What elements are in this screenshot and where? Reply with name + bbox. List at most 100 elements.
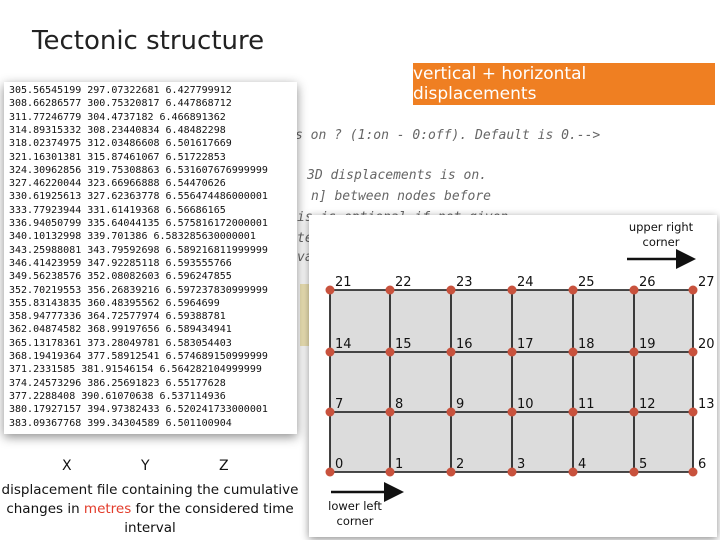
node-label: 23 [456, 275, 473, 290]
code-line: te [297, 231, 313, 246]
data-row: 368.19419364 377.58912541 6.574689150999… [9, 351, 268, 362]
z-column-label: Z [219, 458, 229, 474]
data-row: 324.30962856 319.75308863 6.531607676999… [9, 164, 268, 176]
node-label: 1 [395, 457, 403, 472]
data-row: 305.56545199 297.07322681 6.427799912 [9, 85, 232, 96]
code-line: s on ? (1:on - 0:off). Default is 0.--> [295, 128, 601, 143]
data-row: 336.94050799 335.64044135 6.575816172000… [9, 218, 268, 229]
data-row: 321.16301381 315.87461067 6.51722853 [9, 151, 226, 163]
caption-text: changes in [6, 501, 84, 517]
data-row: 358.94777336 364.72577974 6.59388781 [9, 311, 226, 323]
node-label: 2 [456, 457, 464, 472]
node-label: 20 [698, 337, 715, 352]
y-column-label: Y [141, 458, 150, 474]
grid-node [629, 467, 639, 477]
node-label: 17 [517, 337, 534, 352]
node-label: 18 [578, 337, 595, 352]
node-label: 15 [395, 337, 412, 352]
node-label: 12 [639, 397, 656, 412]
grid-node [507, 285, 517, 295]
grid-node [688, 407, 698, 417]
badge-label: vertical + horizontal displacements [413, 64, 587, 104]
data-row: 383.09367768 399.34304589 6.501100904 [9, 417, 232, 429]
grid-node [325, 347, 335, 357]
displacement-caption: displacement file containing the cumulat… [0, 481, 300, 538]
upper-right-corner-label: upper right corner [623, 220, 699, 250]
node-label: 24 [517, 275, 534, 290]
grid-node [568, 285, 578, 295]
displacement-type-badge: vertical + horizontal displacements [413, 63, 715, 105]
grid-node [507, 407, 517, 417]
caption-text: for the considered time [131, 501, 294, 517]
code-line: n] between nodes before [311, 189, 492, 204]
code-line: va [297, 250, 313, 265]
data-row: 330.61925613 327.62363778 6.556474486000… [9, 191, 268, 203]
grid-node [446, 347, 456, 357]
data-row: 362.04874582 368.99197656 6.589434941 [9, 324, 232, 336]
metres-highlight: metres [83, 501, 132, 517]
grid-node [385, 467, 395, 477]
grid-node [629, 347, 639, 357]
corner-label-line: upper right [628, 220, 694, 234]
background-code-snippet: s on ? (1:on - 0:off). Default is 0.--> … [295, 120, 625, 330]
data-row: 349.56238576 352.08082603 6.596247855 [9, 271, 232, 283]
grid-node [629, 407, 639, 417]
grid-node [688, 285, 698, 295]
node-label: 13 [698, 397, 715, 412]
node-label: 14 [335, 337, 352, 352]
data-row: 380.17927157 394.97382433 6.520241733000… [9, 404, 268, 416]
corner-label-line: corner [336, 514, 374, 528]
caption-line: displacement file containing the cumulat… [1, 482, 299, 498]
node-label: 25 [578, 275, 595, 290]
data-row: 343.25988081 343.79592698 6.589216811999… [9, 244, 268, 256]
data-row: 352.70219553 356.26839216 6.597237830999… [9, 284, 268, 296]
corner-label-line: lower left [328, 499, 382, 513]
displacement-data-panel: 305.56545199 297.07322681 6.427799912 30… [4, 82, 297, 434]
grid-node [688, 467, 698, 477]
grid-node [446, 285, 456, 295]
slide-title: Tectonic structure [32, 26, 265, 56]
grid-node [385, 407, 395, 417]
grid-node [568, 467, 578, 477]
node-label: 21 [335, 275, 352, 290]
data-row: 340.10132998 339.701386 6.58328563000000… [9, 231, 256, 243]
grid-node [325, 407, 335, 417]
node-label: 11 [578, 397, 595, 412]
grid-node [568, 347, 578, 357]
node-label: 3 [517, 457, 525, 472]
data-row: 318.02374975 312.03486608 6.501617669 [9, 138, 232, 150]
caption-line: interval [124, 520, 176, 536]
data-row: 314.89315332 308.23440834 6.48482298 [9, 124, 226, 136]
node-label: 16 [456, 337, 473, 352]
data-row: 327.46220044 323.66966888 6.54470626 [9, 178, 226, 190]
grid-node [629, 285, 639, 295]
grid-node [507, 347, 517, 357]
node-label: 4 [578, 457, 586, 472]
data-row: 346.41423959 347.92285118 6.593555766 [9, 257, 232, 269]
node-label: 6 [698, 457, 706, 472]
grid-node [568, 407, 578, 417]
node-label: 0 [335, 457, 343, 472]
code-line: 3D displacements is on. [307, 168, 488, 183]
node-label: 26 [639, 275, 656, 290]
node-label: 5 [639, 457, 647, 472]
grid-node [507, 467, 517, 477]
grid-node [446, 407, 456, 417]
data-row: 377.2288408 390.61070638 6.537114936 [9, 390, 226, 402]
data-row: 365.13178361 373.28049781 6.583054403 [9, 337, 232, 349]
lower-left-corner-label: lower left corner [317, 499, 393, 529]
data-row: 308.66286577 300.75320817 6.447868712 [9, 98, 232, 110]
node-label: 10 [517, 397, 534, 412]
node-label: 19 [639, 337, 656, 352]
data-row: 355.83143835 360.48395562 6.5964699 [9, 297, 220, 309]
node-label: 22 [395, 275, 412, 290]
data-row: 333.77923944 331.61419368 6.56686165 [9, 204, 226, 216]
data-row: 374.24573296 386.25691823 6.55177628 [9, 377, 226, 389]
caption-line: changes in metres for the considered tim… [0, 500, 300, 519]
data-row: 371.2331585 381.91546154 6.5642821049999… [9, 364, 262, 376]
grid-node [385, 285, 395, 295]
grid-node [385, 347, 395, 357]
node-label: 7 [335, 397, 343, 412]
node-label: 8 [395, 397, 403, 412]
